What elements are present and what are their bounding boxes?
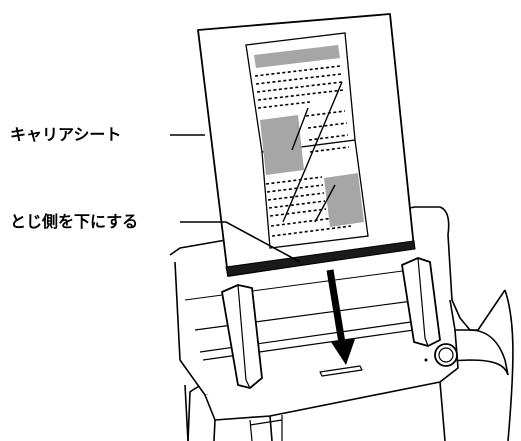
carrier-sheet-label: キャリアシート [10,125,122,144]
power-button [424,343,458,367]
binding-edge-band [225,240,416,277]
right-paper-guide [401,257,441,347]
document-header-block [254,45,340,68]
document [245,32,369,249]
binding-side-leader [180,221,301,263]
insertion-arrow [326,269,355,365]
document-image-block-right [324,173,364,227]
binding-side-label: とじ側を下にする [10,212,139,231]
left-paper-guide [221,284,263,389]
document-image-block-left [260,115,304,175]
callout-leaders [170,134,301,263]
